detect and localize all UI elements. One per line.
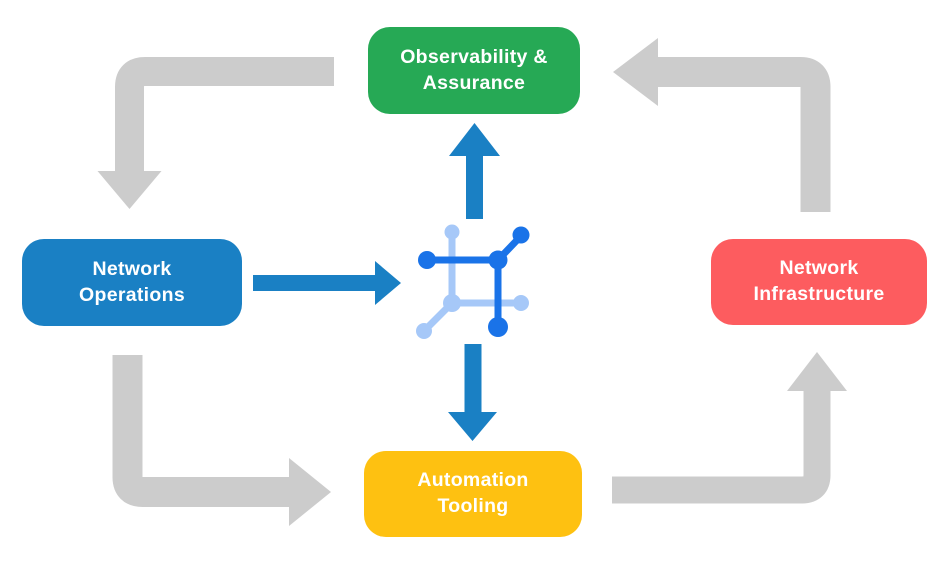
node-label-infrastructure: Network Infrastructure bbox=[753, 257, 885, 305]
network-mesh-icon bbox=[416, 224, 530, 339]
arrow-automation-to-infrastructure bbox=[612, 352, 847, 504]
node-observability-assurance: Observability & Assurance bbox=[368, 27, 580, 114]
arrow-operations-to-automation bbox=[112, 355, 331, 526]
node-label-observability: Observability & Assurance bbox=[400, 45, 548, 94]
node-network-infrastructure: Network Infrastructure bbox=[711, 239, 927, 325]
node-label-automation: Automation Tooling bbox=[417, 469, 529, 517]
node-network-operations: Network Operations bbox=[22, 239, 242, 326]
arrow-operations-to-icon bbox=[253, 261, 401, 305]
arrow-icon-to-observability bbox=[449, 123, 500, 219]
arrow-infrastructure-to-observability bbox=[613, 38, 831, 212]
node-automation-tooling: Automation Tooling bbox=[364, 451, 582, 537]
arrow-icon-to-automation bbox=[448, 344, 497, 441]
node-label-operations: Network Operations bbox=[79, 257, 185, 306]
arrow-observability-to-operations bbox=[97, 57, 334, 209]
